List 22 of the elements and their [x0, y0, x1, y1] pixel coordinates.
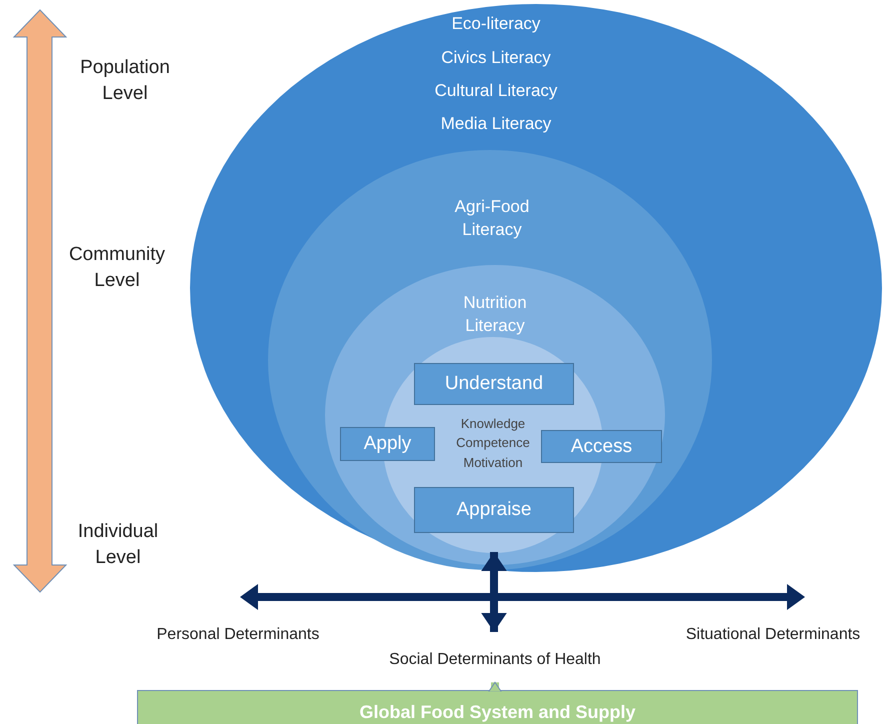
- circle-label: Agri-Food Literacy: [454, 196, 530, 242]
- arrow: [488, 682, 502, 692]
- circle-label: Competence: [455, 434, 531, 452]
- circle-label: Cultural Literacy: [434, 80, 558, 102]
- circle-label: Eco-literacy: [450, 13, 542, 36]
- level-label: Community Level: [68, 243, 166, 293]
- circle-label: Knowledge: [460, 414, 526, 432]
- process-box: Understand: [414, 363, 574, 405]
- circle-label: Nutrition Literacy: [462, 292, 528, 338]
- circle-label: Civics Literacy: [440, 47, 552, 70]
- process-box: Apply: [340, 427, 435, 461]
- level-label: Population Level: [79, 56, 171, 106]
- circle-label: Motivation: [462, 454, 524, 472]
- circle-label: Media Literacy: [440, 113, 552, 136]
- process-box: Appraise: [414, 487, 574, 533]
- node-text: Social Determinants of Health: [358, 651, 632, 673]
- level-label: Individual Level: [76, 520, 160, 570]
- arrow: [481, 552, 507, 632]
- axis-label: Personal Determinants: [156, 625, 320, 645]
- axis-label: Situational Determinants: [684, 625, 862, 645]
- banner-box: Global Food System and Supply: [137, 690, 858, 724]
- process-box: Access: [541, 430, 662, 463]
